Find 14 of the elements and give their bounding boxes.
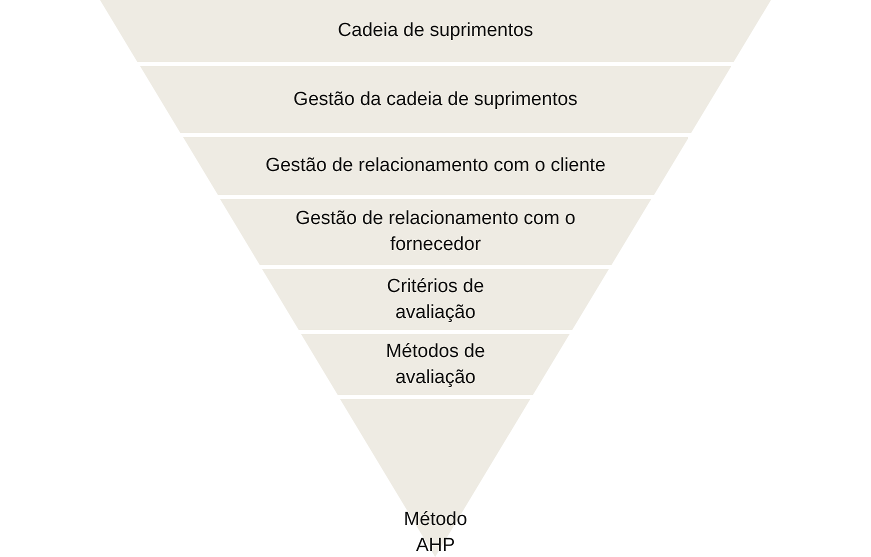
funnel-band bbox=[262, 269, 609, 330]
level-label: Gestão da cadeia de suprimentos bbox=[293, 88, 578, 112]
funnel-band bbox=[100, 0, 771, 62]
funnel-band bbox=[220, 199, 652, 265]
funnel-band bbox=[140, 66, 732, 133]
level-label: Cadeia de suprimentos bbox=[338, 19, 534, 44]
level-label: Método AHP bbox=[402, 508, 468, 557]
funnel-band bbox=[301, 334, 570, 395]
funnel-band bbox=[340, 399, 531, 557]
funnel-band bbox=[182, 137, 688, 195]
level-label: Critérios de avaliação bbox=[386, 274, 486, 324]
level-label: Gestão de relacionamento com o cliente bbox=[265, 154, 606, 178]
level-label: Métodos de avaliação bbox=[384, 340, 486, 390]
level-label: Gestão de relacionamento com o fornecedor bbox=[294, 207, 576, 257]
